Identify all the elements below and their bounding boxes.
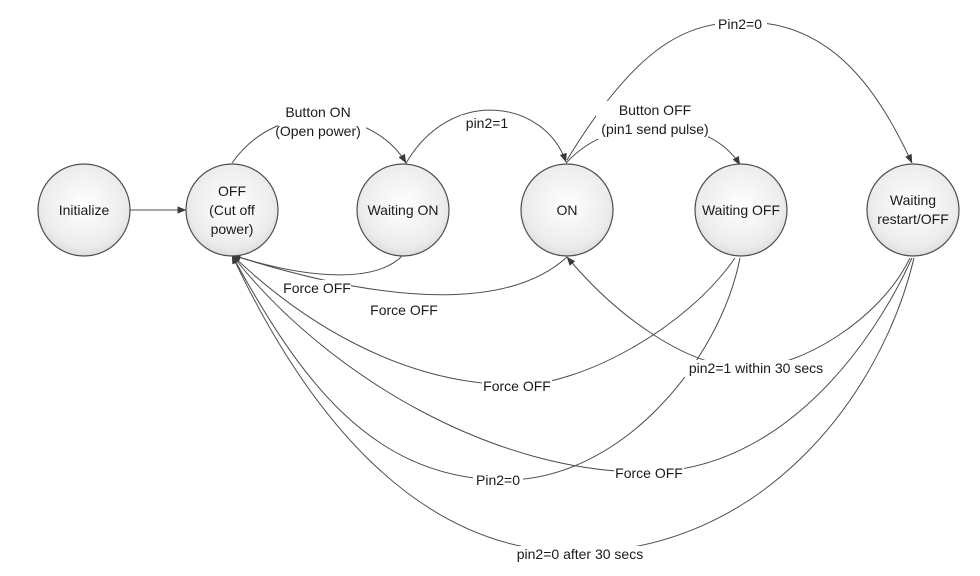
label-pin2-1: pin2=1 [461, 115, 513, 132]
state-on: ON [520, 163, 614, 257]
label-force-off-on: Force OFF [369, 302, 439, 319]
state-waiting-restart-off: Waiting restart/OFF [866, 163, 960, 257]
label-pin2-0-top-text: Pin2=0 [718, 16, 762, 32]
state-off-label-line-3: power) [211, 221, 254, 237]
label-force-off-waiting-on: Force OFF [283, 280, 351, 297]
state-on-label: ON [557, 202, 578, 218]
edge-force-off-on [231, 254, 568, 296]
edge-force-off-waiting-off [231, 254, 736, 386]
label-force-off-restart-text: Force OFF [615, 465, 683, 481]
label-force-off-waiting-on-text: Force OFF [283, 280, 351, 296]
label-force-off-waiting-off-text: Force OFF [483, 378, 551, 394]
edge-force-off-waiting-on [231, 254, 404, 276]
state-waiting-restart-off-label-line-1: Waiting [890, 192, 936, 208]
label-button-off-line-2: (pin1 send pulse) [601, 121, 708, 137]
label-pin2-0-after-text: pin2=0 after 30 secs [517, 546, 643, 562]
label-button-off-line-1: Button OFF [619, 102, 691, 118]
label-button-on: Button ON (Open power) [275, 103, 366, 141]
label-button-on-line-2: (Open power) [275, 123, 361, 139]
label-pin2-0-waiting-off: Pin2=0 [473, 472, 523, 489]
label-button-off: Button OFF (pin1 send pulse) [596, 101, 709, 139]
label-force-off-restart: Force OFF [614, 465, 684, 482]
label-button-on-line-1: Button ON [285, 104, 350, 120]
label-pin2-1-within-text: pin2=1 within 30 secs [689, 360, 823, 376]
state-off-label-line-2: (Cut off [209, 202, 255, 218]
edge-pin2-0-after [231, 254, 915, 553]
label-force-off-waiting-off: Force OFF [482, 378, 552, 395]
edge-labels: Button ON (Open power) pin2=1 Button OFF… [275, 16, 829, 563]
state-off-label-line-1: OFF [218, 183, 246, 199]
state-off: OFF (Cut off power) [185, 163, 279, 257]
label-pin2-0-top: Pin2=0 [715, 16, 767, 33]
state-waiting-on-label: Waiting ON [367, 202, 438, 218]
edge-pin2-0-top [566, 21, 913, 164]
state-waiting-restart-off-label-line-2: restart/OFF [877, 211, 949, 227]
label-pin2-1-text: pin2=1 [466, 115, 509, 131]
label-force-off-on-text: Force OFF [370, 302, 438, 318]
state-waiting-off-label: Waiting OFF [702, 202, 780, 218]
edge-pin2-1-within [566, 256, 911, 369]
label-pin2-0-waiting-off-text: Pin2=0 [476, 472, 520, 488]
edge-pin2-1 [404, 109, 567, 166]
state-initialize: Initialize [37, 163, 131, 257]
state-waiting-off: Waiting OFF [694, 163, 788, 257]
label-pin2-1-within: pin2=1 within 30 secs [683, 360, 829, 377]
nodes: Initialize OFF (Cut off power) Waiting O… [37, 163, 960, 257]
label-pin2-0-after: pin2=0 after 30 secs [503, 546, 657, 563]
state-waiting-on: Waiting ON [356, 163, 450, 257]
state-initialize-label: Initialize [59, 202, 110, 218]
